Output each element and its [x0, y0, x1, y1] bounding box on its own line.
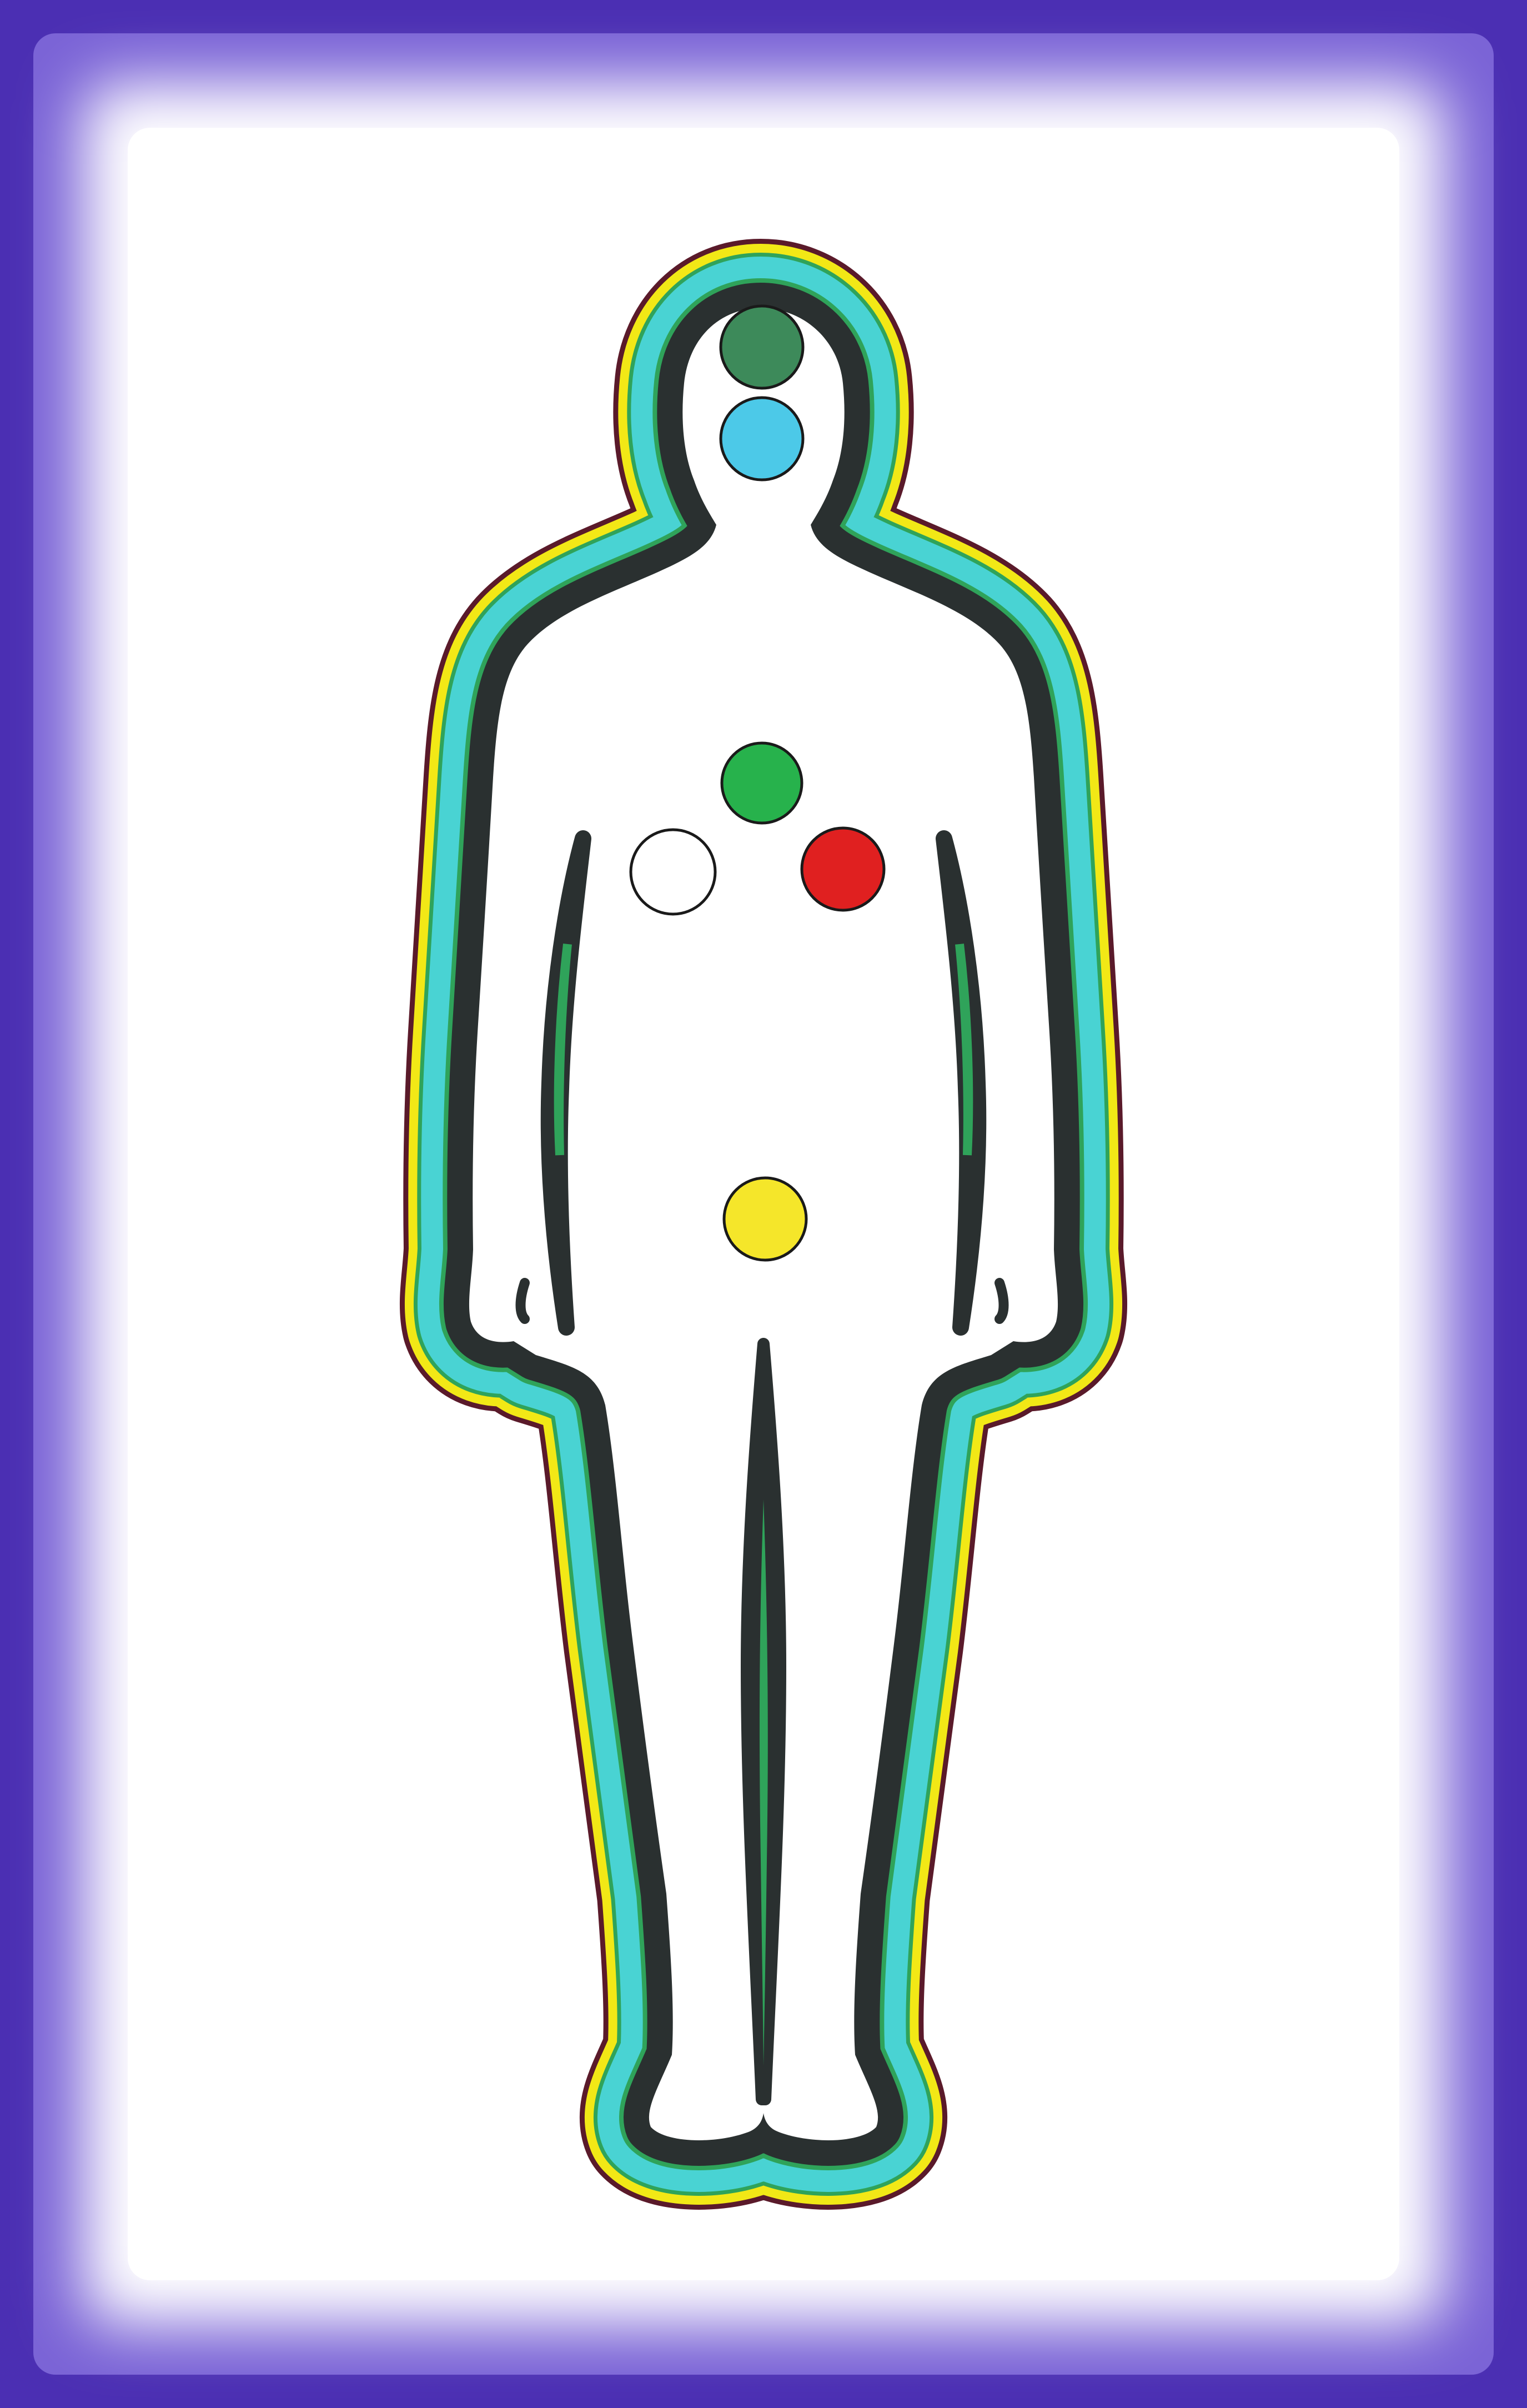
left-thumb-mark — [999, 1283, 1004, 1319]
brow-point — [721, 398, 803, 480]
crown-point — [721, 306, 803, 388]
left-chest-point — [802, 828, 884, 910]
navel-point — [724, 1178, 806, 1260]
right-thumb-mark — [521, 1283, 525, 1319]
leg-gap — [747, 1344, 780, 2099]
heart-point — [722, 743, 802, 823]
right-chest-point — [631, 830, 715, 914]
